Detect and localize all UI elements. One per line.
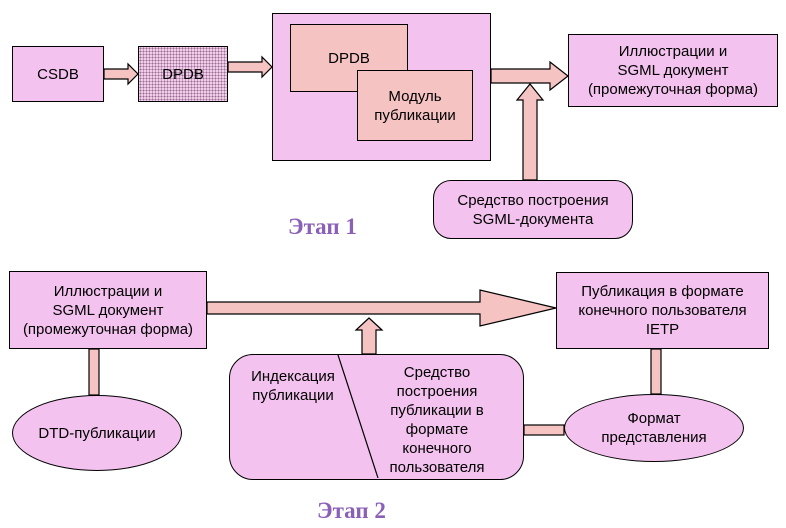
arrow-publication-system-to-illustrations xyxy=(490,60,569,92)
arrow-sgml-builder-up xyxy=(515,83,545,181)
arrow-indexing-up xyxy=(354,317,384,355)
connector-builder-to-format xyxy=(523,424,565,436)
dpdb-external-label: DPDB xyxy=(162,65,204,83)
publication-ietp-box: Публикация в формате конечного пользоват… xyxy=(556,272,769,349)
publication-builder-box: Индексация публикации Средство построени… xyxy=(229,354,524,480)
dtd-publication-oval: DTD-публикации xyxy=(12,395,182,471)
indexing-label: Индексация публикации xyxy=(251,368,335,404)
publication-module-label: Модуль публикации xyxy=(374,87,456,124)
connector-illustrations-to-dtd xyxy=(88,348,100,396)
connector-format-to-publication-ietp xyxy=(650,348,662,395)
dpdb-external-box: DPDB xyxy=(138,46,228,102)
publication-ietp-label: Публикация в формате конечного пользоват… xyxy=(578,283,747,338)
presentation-format-oval: Формат представления xyxy=(564,394,744,462)
arrow-illustrations-to-publication-ietp xyxy=(206,289,557,327)
publication-module-box: Модуль публикации xyxy=(357,70,473,141)
illustrations-sgml-stage1-label: Иллюстрации и SGML документ (промежуточн… xyxy=(587,43,759,98)
sgml-builder-label: Средство построения SGML-документа xyxy=(457,191,609,228)
stage1-title: Этап 1 xyxy=(288,214,357,239)
illustrations-sgml-stage2-label: Иллюстрации и SGML документ (промежуточн… xyxy=(22,282,194,338)
arrow-csdb-to-dpdb xyxy=(103,62,139,86)
presentation-format-label: Формат представления xyxy=(601,410,707,446)
csdb-box: CSDB xyxy=(12,46,104,102)
arrow-dpdb-to-publication-system xyxy=(227,55,273,79)
dpdb-internal-label: DPDB xyxy=(328,50,370,67)
stage2-title: Этап 2 xyxy=(317,498,386,523)
builder-label: Средство построения публикации в формате… xyxy=(389,364,485,476)
divider-line xyxy=(337,355,379,478)
illustrations-sgml-stage2-box: Иллюстрации и SGML документ (промежуточн… xyxy=(9,271,207,349)
illustrations-sgml-stage1-box: Иллюстрации и SGML документ (промежуточн… xyxy=(568,34,778,107)
sgml-builder-box: Средство построения SGML-документа xyxy=(433,180,633,239)
csdb-label: CSDB xyxy=(37,65,79,83)
dtd-publication-label: DTD-публикации xyxy=(38,424,156,442)
